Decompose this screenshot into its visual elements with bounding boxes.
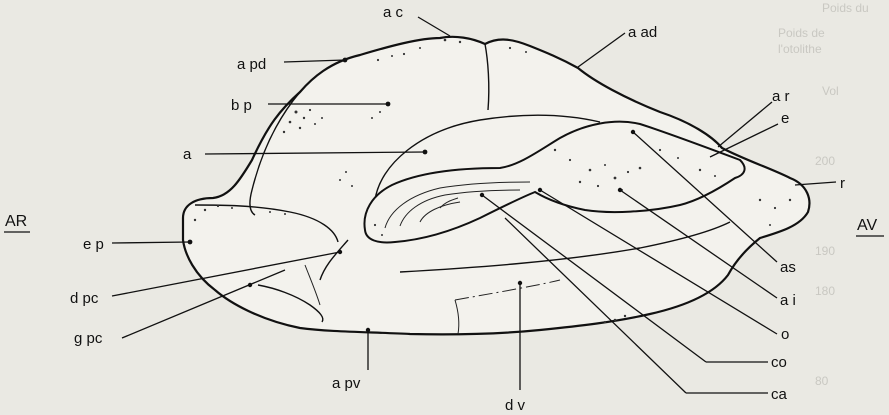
leader-ac (418, 17, 450, 36)
label-dv: d v (505, 397, 526, 414)
dot-apd (343, 58, 348, 63)
label-gpc: g pc (74, 330, 103, 347)
label-co: co (771, 354, 787, 371)
dot-o (538, 188, 542, 192)
label-apd: a pd (237, 56, 266, 73)
ghost-text-3: Poids du (822, 1, 869, 15)
label-ar: AR (5, 213, 27, 230)
leader-ep (112, 242, 190, 243)
ghost-text-7: 180 (815, 284, 835, 298)
dot-bp (386, 102, 391, 107)
label-as: as (780, 259, 796, 276)
dot-co (480, 193, 484, 197)
dot-a (423, 150, 428, 155)
leader-apd (284, 60, 345, 62)
dot-dpc (338, 250, 342, 254)
label-ep: e p (83, 236, 104, 253)
dot-gpc (248, 283, 252, 287)
dot-apv (366, 328, 370, 332)
dot-as (631, 130, 635, 134)
label-o: o (781, 326, 789, 343)
ghost-text-8: 80 (815, 374, 829, 388)
label-bp: b p (231, 97, 252, 114)
label-a: a (183, 146, 192, 163)
dot-ep (188, 240, 193, 245)
ghost-text-2: l'otolithe (778, 42, 822, 56)
dot-ai (618, 188, 622, 192)
label-ca: ca (771, 386, 788, 403)
label-ac: a c (383, 4, 404, 21)
dot-dv (518, 281, 522, 285)
leader-e (710, 124, 778, 157)
label-av: AV (857, 217, 877, 234)
ghost-text-5: 200 (815, 154, 835, 168)
ghost-text-4: Vol (822, 84, 839, 98)
label-dpc: d pc (70, 290, 99, 307)
leader-aad (578, 33, 625, 67)
label-e: e (781, 110, 789, 127)
label-ar: a r (772, 88, 790, 105)
ghost-text-1: Poids de (778, 26, 825, 40)
label-ai: a i (780, 292, 796, 309)
label-aad: a ad (628, 24, 657, 41)
ghost-text-6: 190 (815, 244, 835, 258)
label-apv: a pv (332, 375, 361, 392)
label-r: r (840, 175, 845, 192)
